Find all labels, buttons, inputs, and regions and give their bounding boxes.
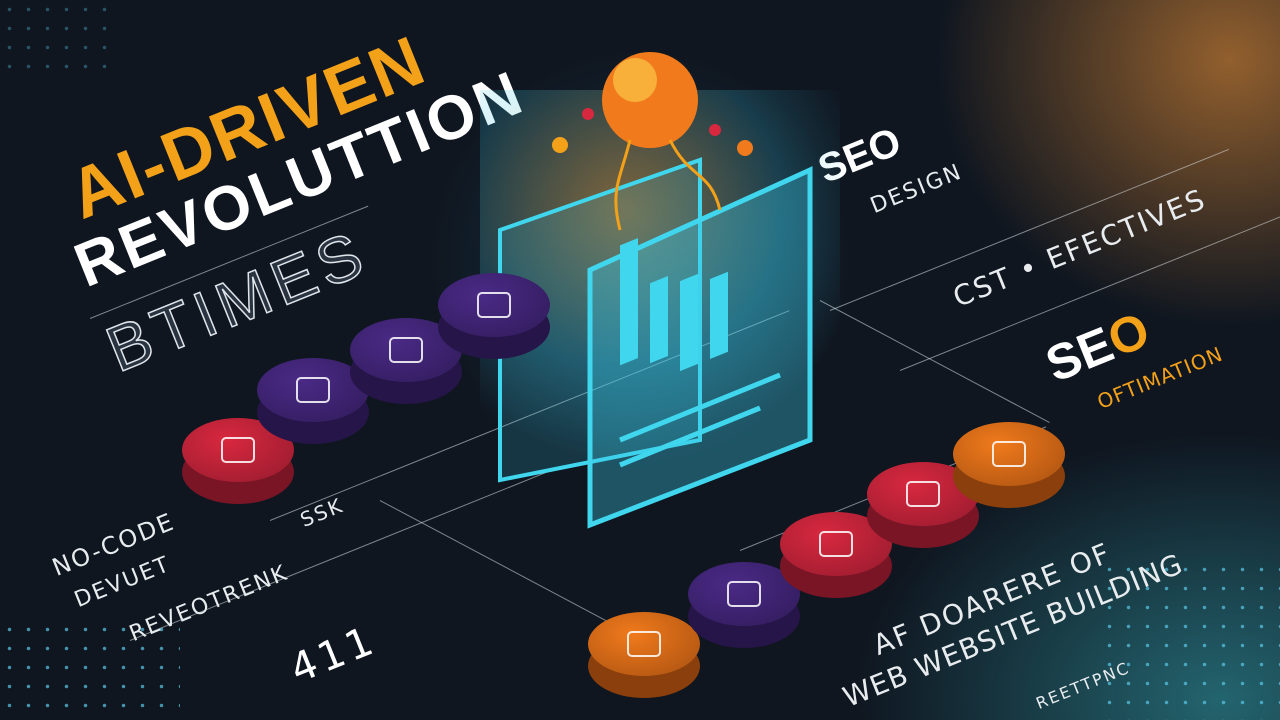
disc-right-orange <box>953 422 1065 508</box>
bot-icon <box>727 581 761 607</box>
disc-top <box>438 273 550 337</box>
folder-icon <box>819 531 853 557</box>
banner-text: CST • EFECTIVES <box>948 182 1211 314</box>
node-dot <box>582 108 594 120</box>
dot-pattern-bottom-left <box>0 620 180 720</box>
text-line <box>619 405 761 468</box>
no-code-code: SSK <box>296 492 348 532</box>
isometric-panel-graphic <box>498 52 813 529</box>
node-dot <box>709 124 721 136</box>
connector-line <box>819 300 1050 424</box>
lock-icon <box>296 377 330 403</box>
dot-pattern-top-left <box>0 0 120 80</box>
disc-top <box>588 612 700 676</box>
device-icon <box>389 337 423 363</box>
cup-icon <box>477 292 511 318</box>
dot-pattern-bottom-right <box>1100 560 1280 720</box>
bar-chart-bar <box>680 273 698 372</box>
disc-top <box>953 422 1065 486</box>
node-dot <box>552 137 568 153</box>
stat-value: 411 <box>283 617 384 693</box>
bar-chart-bar <box>710 271 728 359</box>
flag-icon <box>906 481 940 507</box>
node-dot <box>737 140 753 156</box>
screen-icon <box>221 437 255 463</box>
ring-icon <box>627 631 661 657</box>
panel-front <box>587 166 813 529</box>
bar-chart-bar <box>620 238 638 366</box>
text-line <box>619 372 781 443</box>
brain-orb-highlight <box>613 58 657 102</box>
bar-chart-bar <box>650 275 668 364</box>
tendril <box>668 139 722 211</box>
disc-right-orange <box>588 612 700 698</box>
disc-left-purple <box>438 273 550 359</box>
tendril <box>614 139 632 231</box>
window-icon <box>992 441 1026 467</box>
disc-right-red <box>867 462 979 548</box>
connector-line <box>829 148 1229 311</box>
